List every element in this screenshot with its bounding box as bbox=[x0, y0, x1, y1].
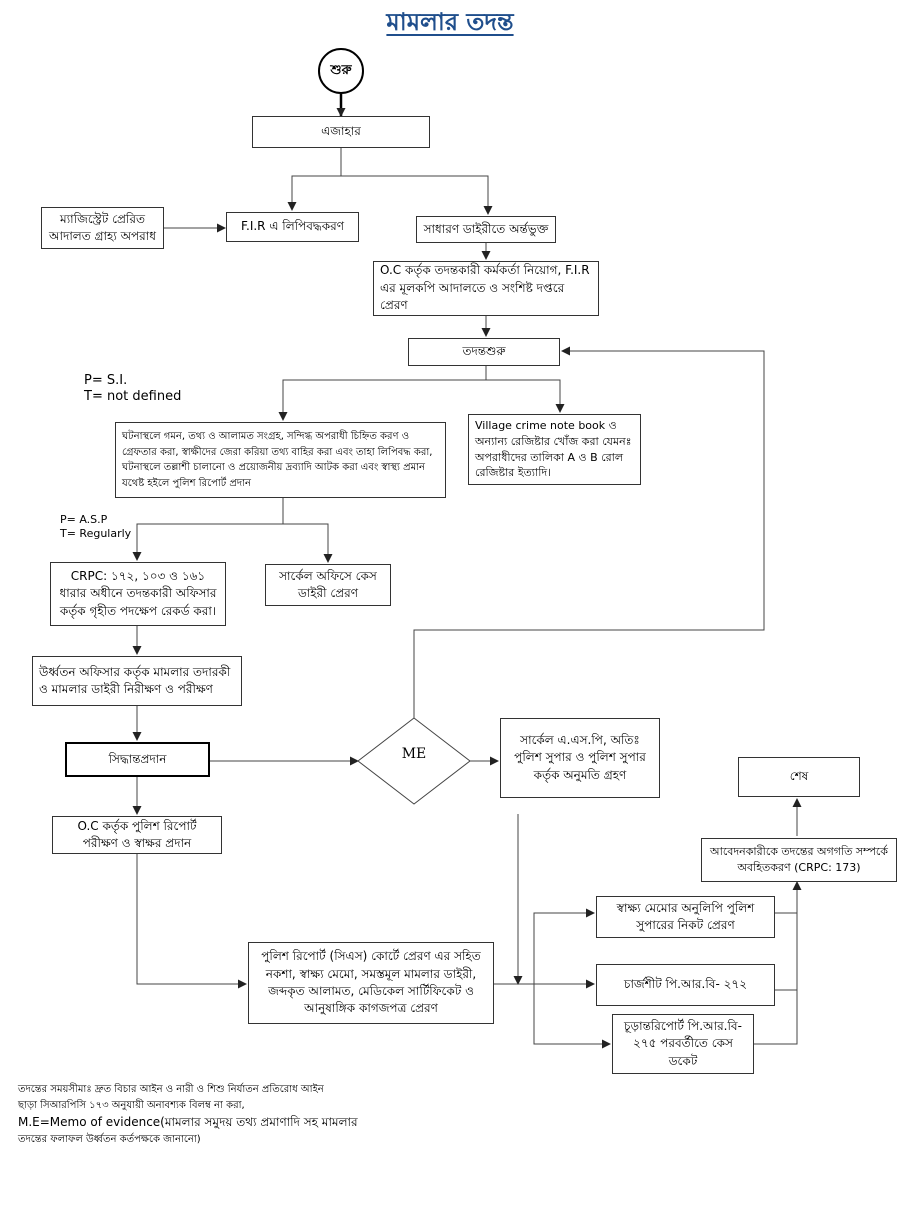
start-node: শুরু bbox=[318, 48, 364, 94]
asp-permission-box: সার্কেল এ.এস.পি, অতিঃ পুলিশ সুপার ও পুলি… bbox=[500, 718, 660, 798]
pa-note: P= A.S.P T= Regularly bbox=[60, 513, 131, 541]
ps-note-line1: P= S.I. bbox=[84, 373, 128, 388]
notify-box: আবেদনকারীকে তদন্তের অগগতি সম্পর্কে অবহিত… bbox=[701, 838, 897, 882]
final-report-box: চূড়ান্তরিপোর্ট পি.আর.বি- ২৭৫ পরবর্তীতে … bbox=[612, 1014, 754, 1074]
pa-note-line2: T= Regularly bbox=[60, 526, 132, 540]
ps-note-line2: T= not defined bbox=[84, 389, 182, 405]
field-work-box: ঘটনাস্থলে গমন, তথ্য ও আলামত সংগ্রহ, সন্দ… bbox=[115, 422, 446, 498]
page-title: মামলার তদন্ত bbox=[386, 8, 514, 36]
investigation-box: তদন্তশুরু bbox=[408, 338, 560, 366]
chargesheet-box: চার্জশীট পি.আর.বি- ২৭২ bbox=[596, 964, 775, 1006]
ejahar-box: এজাহার bbox=[252, 116, 430, 148]
me-diamond bbox=[357, 717, 471, 805]
footnote-line3: M.E=Memo of evidence(মামলার সমুদয় তথ্য … bbox=[18, 1115, 358, 1129]
footnote: তদন্তের সময়সীমাঃ দ্রুত বিচার আইন ও নারী… bbox=[18, 1082, 358, 1147]
footnote-line2: ছাড়া সিআরপিসি ১৭৩ অনুযায়ী অনাবশ্যক বিল… bbox=[18, 1099, 245, 1111]
magistrate-box: ম্যাজিস্ট্রেট প্রেরিত আদালত গ্রাহ্য অপরা… bbox=[41, 207, 164, 249]
crpc-record-box: CRPC: ১৭২, ১০৩ ও ১৬১ ধারার অধীনে তদন্তকা… bbox=[50, 562, 226, 626]
end-box: শেষ bbox=[738, 757, 860, 797]
footnote-line4: তদন্তের ফলাফল উর্ধ্বতন কর্তপক্ষকে জানানো… bbox=[18, 1133, 201, 1145]
general-diary-box: সাধারণ ডাইরীতে অর্ন্তভুক্ত bbox=[416, 216, 556, 243]
decision-box: সিদ্ধান্তপ্রদান bbox=[65, 742, 210, 777]
ps-note: P= S.I. T= not defined bbox=[84, 373, 181, 406]
pa-note-line1: P= A.S.P bbox=[60, 513, 108, 526]
memo-copy-box: স্বাক্ষ্য মেমোর অনুলিপি পুলিশ সুপারের নি… bbox=[596, 896, 775, 938]
circle-diary-box: সার্কেল অফিসে কেস ডাইরী প্রেরণ bbox=[265, 564, 391, 606]
footnote-line1: তদন্তের সময়সীমাঃ দ্রুত বিচার আইন ও নারী… bbox=[18, 1084, 324, 1095]
supervision-box: উর্ধ্বতন অফিসার কর্তৃক মামলার তদারকী ও ম… bbox=[32, 656, 242, 706]
fir-entry-box: F.I.R এ লিপিবদ্ধকরণ bbox=[226, 212, 359, 242]
court-send-box: পুলিশ রিপোর্ট (সিএস) কোর্টে প্রেরণ এর সহ… bbox=[248, 942, 494, 1024]
village-book-box: Village crime note book ও অন্যান্য রেজিষ… bbox=[468, 414, 641, 485]
me-label: ME bbox=[401, 746, 427, 762]
oc-report-box: O.C কর্তৃক পুলিশ রিপোর্ট পরীক্ষণ ও স্বাক… bbox=[52, 816, 222, 854]
oc-assign-box: O.C কর্তৃক তদন্তকারী কর্মকর্তা নিয়োগ, F… bbox=[373, 261, 599, 316]
